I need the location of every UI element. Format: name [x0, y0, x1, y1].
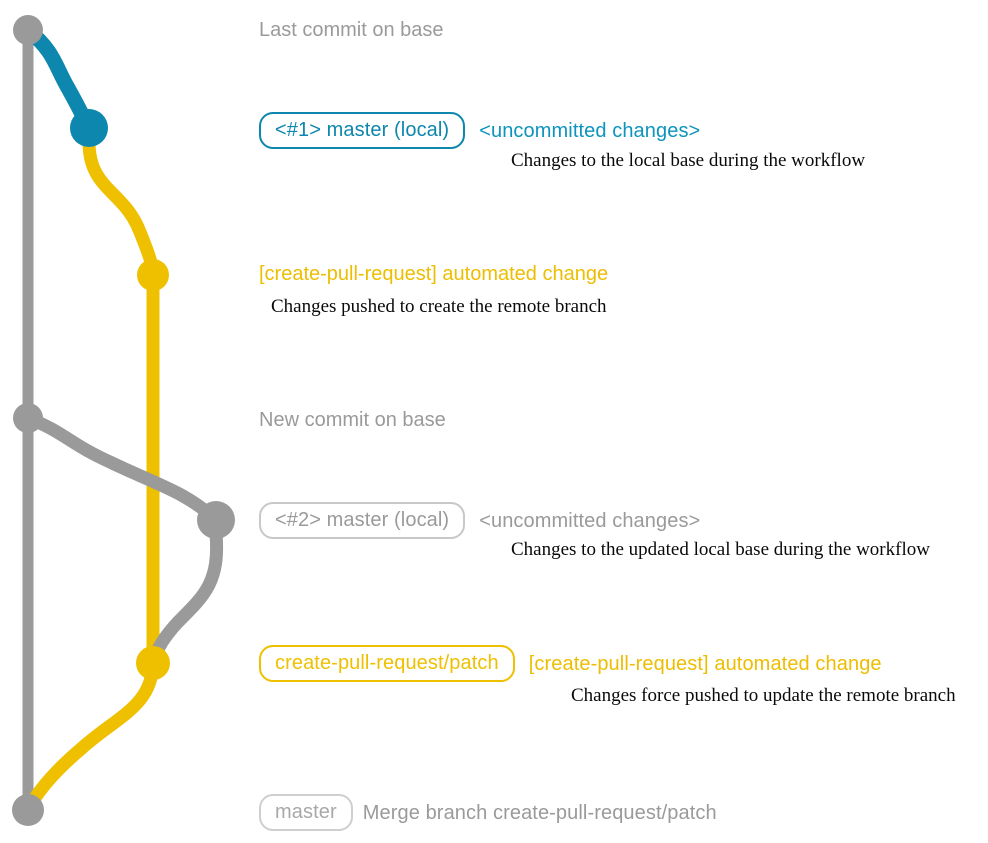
commit-node-base-merge[interactable]	[12, 794, 44, 826]
commit-node-local-uncommitted-2[interactable]	[197, 501, 235, 539]
subject-uncommitted-changes-2: <uncommitted changes>	[479, 509, 701, 532]
yellow-merge-line	[21, 656, 160, 817]
desc-local-base: Changes to the local base during the wor…	[511, 150, 866, 171]
label-new-commit-on-base: New commit on base	[259, 409, 446, 431]
commit-node-remote-branch-create[interactable]	[137, 259, 169, 291]
desc-pushed-create: Changes pushed to create the remote bran…	[271, 296, 607, 317]
badge-master-local-1[interactable]: <#1> master (local)	[259, 112, 466, 149]
subject-merge-branch: Merge branch create-pull-request/patch	[362, 801, 717, 824]
row-merge-commit: master Merge branch create-pull-request/…	[259, 794, 717, 831]
desc-updated-local-base: Changes to the updated local base during…	[511, 539, 930, 560]
commit-node-local-uncommitted-1[interactable]	[70, 109, 108, 147]
commit-node-base-new[interactable]	[13, 403, 43, 433]
row-local-uncommitted-1: <#1> master (local) <uncommitted changes…	[259, 112, 700, 149]
commit-node-base-last[interactable]	[13, 15, 43, 45]
row-remote-branch-forcepush: create-pull-request/patch [create-pull-r…	[259, 645, 882, 682]
desc-force-pushed: Changes force pushed to update the remot…	[571, 685, 956, 706]
badge-master-local-2[interactable]: <#2> master (local)	[259, 502, 466, 539]
subject-automated-change-2: [create-pull-request] automated change	[528, 652, 882, 675]
label-automated-change-1: [create-pull-request] automated change	[259, 263, 609, 285]
subject-uncommitted-changes-1: <uncommitted changes>	[479, 119, 701, 142]
grey-branch-updated-local-line	[21, 411, 223, 527]
label-last-commit-on-base: Last commit on base	[259, 19, 444, 41]
commit-node-remote-branch-forcepush[interactable]	[136, 646, 170, 680]
badge-create-pull-request-patch[interactable]: create-pull-request/patch	[259, 645, 515, 682]
badge-master[interactable]: master	[259, 794, 353, 831]
row-local-uncommitted-2: <#2> master (local) <uncommitted changes…	[259, 502, 700, 539]
